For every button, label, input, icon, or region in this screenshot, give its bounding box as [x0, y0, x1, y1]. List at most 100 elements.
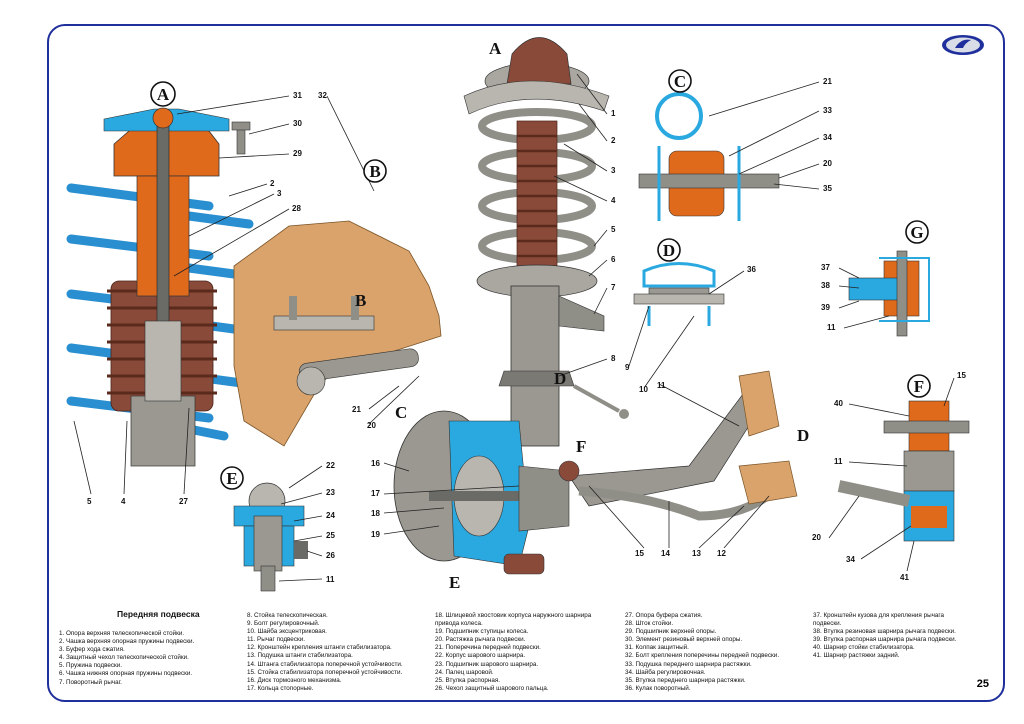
legend-item: 3. Буфер хода сжатия. [59, 646, 125, 654]
callout-2: 2 [611, 136, 616, 145]
callout-36: 36 [747, 265, 756, 274]
callout-7: 7 [611, 283, 616, 292]
legend: Передняя подвеска 1. Опора верхняя телес… [55, 608, 999, 698]
legend-item: 40. Шарнир стойки стабилизатора. [813, 644, 915, 652]
callout-32: 32 [318, 91, 327, 100]
legend-item: 14. Штанга стабилизатора поперечной усто… [247, 660, 403, 668]
callout-4: 4 [611, 196, 616, 205]
callout-19: 19 [371, 530, 380, 539]
legend-item: 5. Пружина подвески. [59, 662, 123, 670]
detail-f [837, 400, 970, 542]
view-d-detail: D [663, 241, 675, 260]
callout-3: 3 [611, 166, 616, 175]
detail-d [573, 262, 725, 419]
legend-item: подвески. [813, 620, 842, 628]
callout-23: 23 [326, 488, 335, 497]
legend-item: 31. Колпак защитный. [625, 644, 689, 652]
legend-item: 27. Опора буфера сжатия. [625, 612, 703, 619]
view-g: G [910, 223, 923, 242]
legend-item: 13. Подушка штанги стабилизатора. [247, 652, 353, 660]
callout-24: 24 [326, 511, 335, 520]
callout-20-f: 20 [812, 533, 821, 542]
legend-item: 32. Болт крепления поперечины передней п… [625, 652, 780, 660]
callout-11-main: 11 [657, 381, 666, 390]
legend-item: 15. Стойка стабилизатора поперечной усто… [247, 668, 403, 676]
callout-9: 9 [625, 363, 630, 372]
legend-column-5: 37. Кронштейн кузова для крепления рычаг… [813, 612, 993, 661]
poster-frame: A B C D G F E A B C D D F E 31 30 29 2 [47, 24, 1005, 702]
legend-item: 34. Шайба регулировочная. [625, 668, 706, 676]
view-d-main: D [554, 369, 566, 388]
callout-10: 10 [639, 385, 648, 394]
callout-numbers: 31 30 29 2 3 28 32 5 4 27 1 2 3 4 5 6 7 … [87, 77, 966, 584]
callout-33: 33 [823, 106, 832, 115]
legend-item: 10. Шайба эксцентриковая. [247, 628, 327, 636]
legend-item: 33. Подушка переднего шарнира растяжки. [625, 660, 752, 668]
legend-item: 18. Шлицевой хвостовик корпуса наружного… [435, 612, 592, 619]
callout-4-left: 4 [121, 497, 126, 506]
legend-item: 35. Втулка переднего шарнира растяжки. [625, 676, 746, 684]
main-strut [463, 37, 610, 447]
legend-item: 4. Защитный чехол телескопической стойки… [59, 654, 189, 662]
view-f-detail: F [914, 377, 924, 396]
legend-column-4: 27. Опора буфера сжатия. 28. Шток стойки… [625, 612, 815, 693]
callout-41: 41 [900, 573, 909, 582]
callout-31: 31 [293, 91, 302, 100]
detail-g [848, 250, 930, 337]
view-d-right: D [797, 426, 809, 445]
callout-27: 27 [179, 497, 188, 506]
callout-38: 38 [821, 281, 830, 290]
view-a-left: A [157, 85, 170, 104]
callout-2-left: 2 [270, 179, 275, 188]
callout-22: 22 [326, 461, 335, 470]
legend-item: 21. Поперечина передней подвески. [435, 644, 541, 652]
view-b-top: B [369, 162, 380, 181]
callout-16: 16 [371, 459, 380, 468]
hub-assembly [393, 410, 570, 575]
legend-item: 11. Рычаг подвески. [247, 636, 305, 644]
view-markers: A B C D G F E A B C D D F E [150, 39, 931, 592]
legend-item: 19. Подшипник ступицы колеса. [435, 628, 529, 636]
callout-39: 39 [821, 303, 830, 312]
callout-17: 17 [371, 489, 380, 498]
view-e-main: E [449, 573, 460, 592]
legend-title: Передняя подвеска [117, 609, 200, 619]
callout-40: 40 [834, 399, 843, 408]
callout-11-f: 11 [834, 457, 843, 466]
callout-25: 25 [326, 531, 335, 540]
legend-item: 38. Втулка резиновая шарнира рычага подв… [813, 628, 956, 636]
legend-item: 37. Кронштейн кузова для крепления рычаг… [813, 612, 945, 619]
callout-20: 20 [367, 421, 376, 430]
callout-30: 30 [293, 119, 302, 128]
callout-18: 18 [371, 509, 380, 518]
legend-item: 26. Чехол защитный шарового пальца. [435, 684, 549, 692]
callout-5-left: 5 [87, 497, 92, 506]
callout-28: 28 [292, 204, 301, 213]
legend-item: 30. Элемент резиновый верхней опоры. [625, 636, 743, 644]
view-b-main: B [355, 291, 366, 310]
callout-26: 26 [326, 551, 335, 560]
legend-item: 36. Кулак поворотный. [625, 684, 691, 692]
callout-12: 12 [717, 549, 726, 558]
page-number: 25 [976, 678, 989, 690]
legend-item: 39. Втулка распорная шарнира рычага подв… [813, 636, 957, 644]
callout-14: 14 [661, 549, 670, 558]
legend-item: 2. Чашка верхняя опорная пружины подвеск… [59, 638, 195, 646]
view-e-detail: E [226, 469, 237, 488]
callout-21-c: 21 [823, 77, 832, 86]
callout-8: 8 [611, 354, 616, 363]
callout-6: 6 [611, 255, 616, 264]
callout-15: 15 [635, 549, 644, 558]
legend-item: 25. Втулка распорная. [435, 676, 500, 684]
detail-c [638, 92, 780, 221]
legend-item: 41. Шарнир растяжки задний. [813, 652, 900, 660]
legend-item: 6. Чашка нижняя опорная пружины подвески… [59, 670, 193, 678]
callout-13: 13 [692, 549, 701, 558]
legend-item: 16. Диск тормозного механизма. [247, 676, 342, 684]
view-f-main: F [576, 437, 586, 456]
lada-logo-icon [941, 34, 985, 61]
callout-35: 35 [823, 184, 832, 193]
legend-item: 28. Шток стойки. [625, 620, 674, 628]
suspension-diagram: A B C D G F E A B C D D F E 31 30 29 2 [66, 37, 970, 592]
view-c-main: C [395, 403, 407, 422]
